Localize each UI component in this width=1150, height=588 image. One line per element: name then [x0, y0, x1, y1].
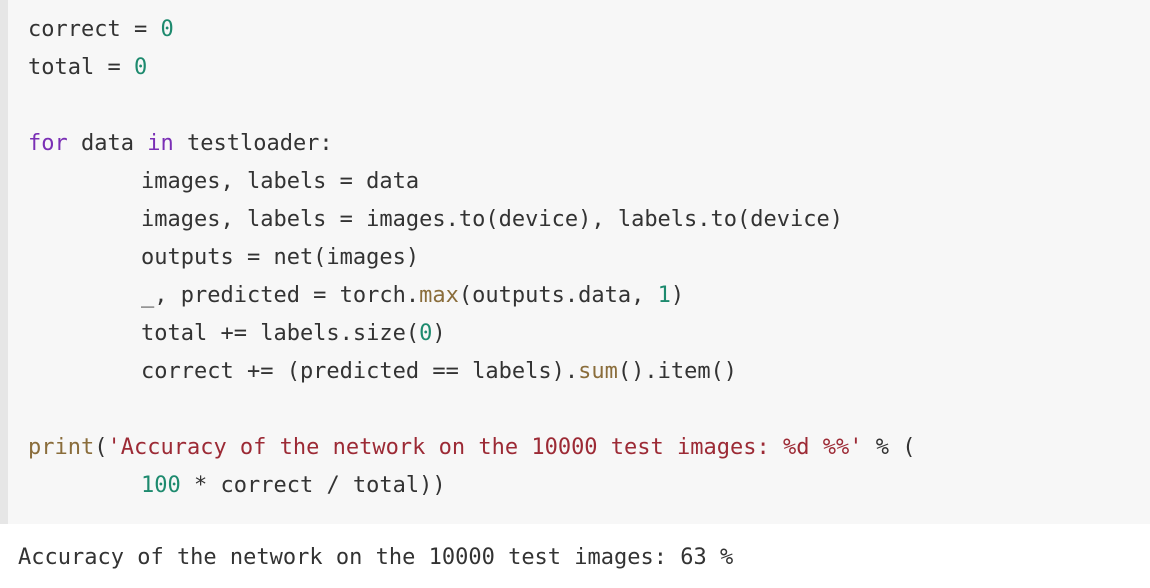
code-token: ) [670, 283, 685, 308]
code-token: ().item() [617, 359, 738, 384]
code-line-8: _, predicted = torch.max(outputs.data, 1… [141, 280, 684, 312]
code-cell[interactable]: correct = 0 total = 0 for data in testlo… [0, 0, 1150, 524]
output-cell: Accuracy of the network on the 10000 tes… [0, 524, 1150, 588]
code-line-2: total = 0 [28, 52, 147, 84]
code-line-12: print('Accuracy of the network on the 10… [28, 432, 915, 464]
code-token: 'Accuracy of the network on the 10000 te… [107, 435, 863, 460]
code-token: outputs = net(images) [141, 245, 420, 270]
code-token: 0 [419, 321, 433, 346]
code-token: sum [578, 359, 618, 384]
code-token: 0 [160, 17, 174, 42]
code-token: in [147, 131, 174, 156]
code-token: 100 [141, 473, 181, 498]
code-token: max [419, 283, 459, 308]
code-line-4: for data in testloader: [28, 128, 333, 160]
code-line-7: outputs = net(images) [141, 242, 419, 274]
code-token: total [28, 55, 95, 80]
code-token: data [67, 131, 148, 156]
output-text: Accuracy of the network on the 10000 tes… [18, 545, 734, 570]
code-token: ( [94, 435, 108, 460]
code-token: * correct / total)) [180, 473, 446, 498]
code-token: ) [432, 321, 446, 346]
code-token: print [28, 435, 95, 460]
code-token: _, predicted = torch. [141, 283, 420, 308]
code-line-10: correct += (predicted == labels).sum().i… [141, 356, 737, 388]
code-token: total += labels.size( [141, 321, 420, 346]
code-line-1: correct = 0 [28, 14, 174, 46]
code-line-13: 100 * correct / total)) [141, 470, 446, 502]
code-token: = [120, 17, 161, 42]
code-token: images, labels = images.to(device), labe… [141, 207, 843, 232]
code-line-6: images, labels = images.to(device), labe… [141, 204, 843, 236]
code-token: correct += (predicted == labels). [141, 359, 579, 384]
code-token: 1 [657, 283, 671, 308]
code-line-9: total += labels.size(0) [141, 318, 446, 350]
code-token: images, labels = data [141, 169, 420, 194]
code-token: = [94, 55, 134, 80]
code-token: correct [28, 17, 121, 42]
code-line-5: images, labels = data [141, 166, 419, 198]
code-token: (outputs.data, [458, 283, 658, 308]
code-token: 0 [133, 55, 148, 80]
code-token: % ( [862, 435, 916, 460]
code-token: testloader: [173, 131, 333, 156]
code-token: for [28, 131, 68, 156]
